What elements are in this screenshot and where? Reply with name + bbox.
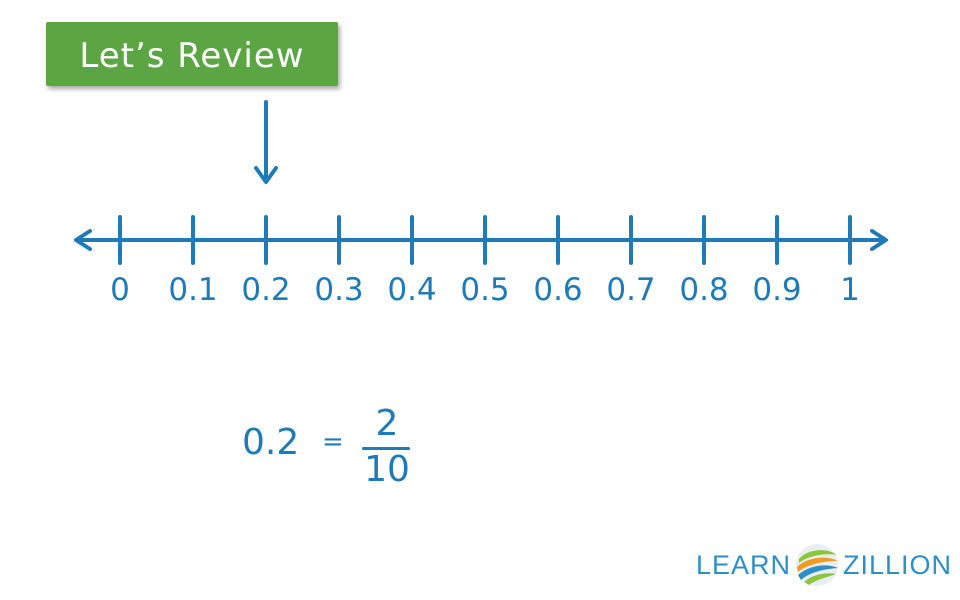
down-arrow-icon: [254, 100, 278, 184]
left-arrowhead-icon: [74, 229, 92, 251]
fraction-numerator: 2: [375, 403, 399, 444]
learnzillion-logo: LEARN ZILLION: [696, 540, 952, 590]
tick-label: 0.6: [533, 272, 583, 308]
decimal-fraction-equation: 0.2 = 2 10: [242, 403, 432, 495]
tick-label: 0.9: [752, 272, 802, 308]
number-line: [74, 215, 888, 265]
logo-zillion-text: ZILLION: [843, 549, 953, 580]
tick-label: 1: [840, 272, 860, 308]
tick-label: 0: [110, 272, 130, 308]
number-line-ticks: [118, 215, 852, 265]
swirl-logo-icon: [796, 544, 839, 586]
tick-label: 0.3: [314, 272, 364, 308]
lets-review-label: Let’s Review: [79, 36, 305, 76]
logo-learn-text: LEARN: [696, 549, 792, 580]
tick-label: 0.5: [460, 272, 510, 308]
lets-review-badge: Let’s Review: [46, 22, 338, 86]
fraction-bar: [362, 447, 410, 450]
tick-label: 0.4: [387, 272, 437, 308]
fraction-denominator: 10: [364, 449, 410, 490]
tick-label: 0.7: [606, 272, 656, 308]
equals-sign: =: [322, 427, 344, 457]
tick-label: 0.1: [168, 272, 218, 308]
tick-label: 0.2: [241, 272, 291, 308]
tick-label: 0.8: [679, 272, 729, 308]
right-arrowhead-icon: [870, 229, 888, 251]
equation-decimal: 0.2: [242, 422, 300, 463]
down-arrow-head: [254, 166, 278, 184]
